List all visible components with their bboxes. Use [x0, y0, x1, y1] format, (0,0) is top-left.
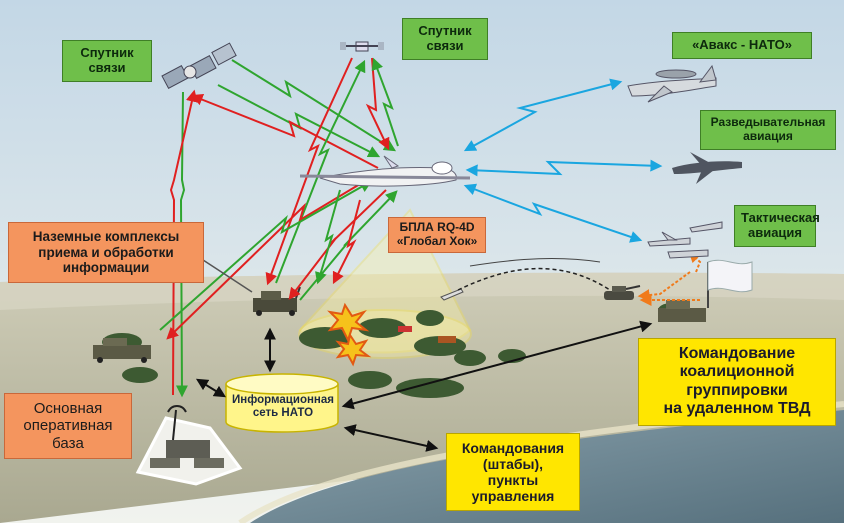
- ground-complexes-label: Наземные комплексы приема и обработки ин…: [8, 222, 204, 283]
- main-base-label: Основная оперативная база: [4, 393, 132, 459]
- link-uav-tactical: [463, 183, 643, 243]
- link-sat1-uav-green: [217, 84, 381, 158]
- command-posts-label: Командования (штабы), пункты управления: [446, 433, 580, 512]
- flag-icon: [707, 259, 753, 308]
- ground-complex-left: [93, 338, 151, 363]
- link-uav-sat1-red: [190, 93, 379, 169]
- missile-icon: [440, 288, 464, 301]
- link-base-network: [195, 378, 227, 398]
- link-network-command: [341, 320, 653, 410]
- network-links: [195, 320, 653, 452]
- horizon-haze: [0, 272, 844, 310]
- link-station-uav-green: [299, 190, 398, 301]
- satellite-left-label: Спутник связи: [62, 40, 152, 82]
- awacs-aircraft-icon: [627, 64, 717, 103]
- link-sat2-ground-red: [265, 57, 353, 286]
- nato-network-label: Информационная сеть НАТО: [232, 394, 334, 420]
- link-uav-station-green-2: [315, 189, 341, 285]
- coalition-command-vehicle: [658, 300, 706, 322]
- satellite-center-label: Спутник связи: [402, 18, 488, 60]
- main-base-compound: [135, 405, 243, 486]
- satellite-center-icon: [340, 41, 384, 52]
- link-ground-uav-green: [159, 180, 373, 331]
- coalition-command-label: Командование коалиционной группировки на…: [638, 338, 836, 426]
- link-uav-awacs: [463, 78, 623, 152]
- tactical-fighters-icon: [647, 221, 723, 259]
- tactical-aviation-label: Тактическая авиация: [734, 205, 820, 247]
- recon-aircraft-icon: [672, 152, 742, 184]
- link-sat2-uav-red: [365, 57, 390, 151]
- missile-trajectory: [457, 267, 611, 291]
- aircraft-links: [463, 78, 663, 243]
- link-uav-sat2-green: [371, 57, 399, 147]
- link-sat1-uav-green-2: [231, 59, 397, 152]
- pointer-ground-label: [199, 257, 253, 293]
- recon-aviation-label: Разведывательная авиация: [700, 110, 836, 150]
- link-uav-station-red: [288, 189, 387, 300]
- link-uav-station-red-2: [332, 199, 361, 285]
- link-network-hq: [343, 424, 439, 452]
- link-uav-recon: [465, 159, 663, 177]
- missile-trajectory-2: [469, 258, 601, 267]
- tank-icon: [604, 285, 641, 300]
- satellite-left-icon: [161, 42, 237, 90]
- uav-label: БПЛА RQ-4D «Глобал Хок»: [388, 217, 486, 253]
- awacs-label: «Авакс - НАТО»: [672, 32, 812, 59]
- uav-global-hawk-icon: [299, 155, 471, 187]
- nato-network-cylinder: [225, 373, 339, 433]
